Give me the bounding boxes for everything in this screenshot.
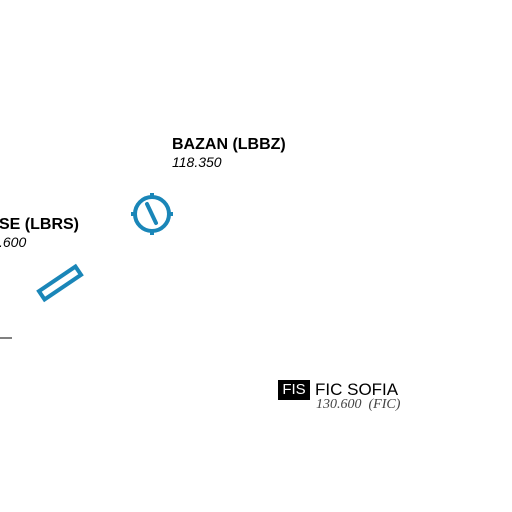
route-line-fragment <box>0 337 12 339</box>
airport-name-bazan: BAZAN (LBBZ) <box>172 136 286 153</box>
runway-outline <box>36 263 84 303</box>
runway-icon[interactable] <box>34 262 86 304</box>
airport-runway-icon[interactable] <box>128 190 176 238</box>
fic-frequency: 130.600 (FIC) <box>316 397 401 412</box>
airport-name-rs: SE (LBRS) <box>0 216 79 233</box>
fic-name: FIC SOFIA <box>315 380 399 399</box>
airport-runway-line <box>145 202 158 225</box>
airport-frequency-rs: .600 <box>0 234 27 250</box>
airport-frequency-bazan: 118.350 <box>172 154 222 170</box>
fis-badge: FIS <box>278 380 310 400</box>
